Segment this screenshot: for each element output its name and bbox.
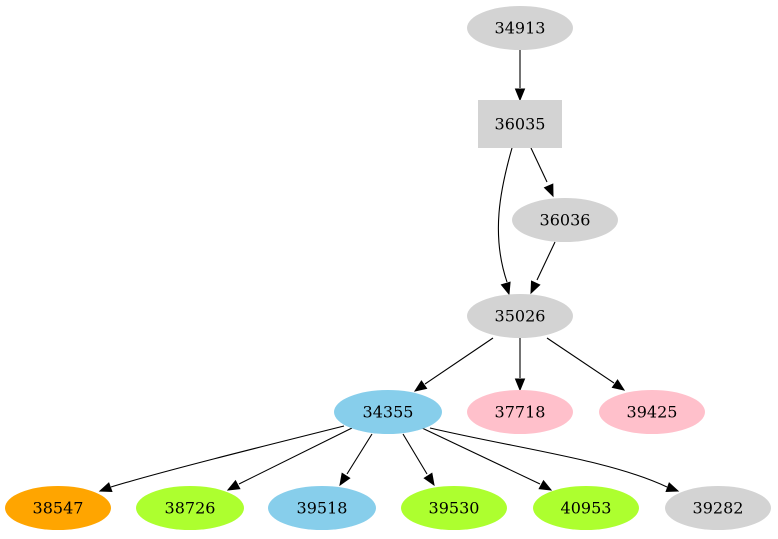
node-34355[interactable]: 34355 [334, 390, 442, 434]
node-label: 39530 [429, 499, 480, 518]
node-ellipse [533, 486, 639, 530]
node-label: 38726 [165, 499, 216, 518]
arrowhead [543, 183, 554, 198]
node-label: 39518 [297, 499, 348, 518]
node-ellipse [467, 6, 573, 50]
arrowhead [514, 88, 526, 102]
node-36035[interactable]: 36035 [478, 100, 562, 148]
node-label: 36035 [495, 115, 546, 134]
edge-34355-38726 [226, 427, 353, 491]
edge-line [421, 427, 541, 485]
edge-line [429, 427, 668, 488]
node-38726[interactable]: 38726 [136, 486, 244, 530]
edge-34355-38547 [98, 425, 345, 492]
node-label: 38547 [33, 499, 84, 518]
edge-34913-36035 [514, 50, 526, 102]
edge-34355-40953 [421, 427, 553, 491]
edge-34355-39530 [402, 433, 435, 487]
edge-line [546, 337, 615, 384]
arrowhead [514, 378, 526, 392]
arrowhead [665, 482, 680, 492]
node-39425[interactable]: 39425 [599, 390, 705, 434]
edge-36035-36036 [530, 147, 554, 198]
node-34913[interactable]: 34913 [467, 6, 573, 50]
edge-line [402, 433, 428, 475]
node-label: 34355 [363, 403, 414, 422]
node-label: 39425 [627, 403, 678, 422]
node-38547[interactable]: 38547 [5, 486, 111, 530]
edge-36036-35026 [530, 241, 556, 295]
node-ellipse [512, 198, 618, 242]
node-39530[interactable]: 39530 [401, 486, 507, 530]
edge-line [238, 427, 353, 485]
node-layer: 34913 36035 36036 35026 34355 37718 39425 38547… [5, 6, 771, 530]
edge-35026-37718 [514, 338, 526, 392]
edge-line [497, 147, 513, 283]
node-label: 34913 [495, 19, 546, 38]
node-ellipse [467, 390, 573, 434]
edge-35026-39425 [546, 337, 626, 391]
arrowhead [413, 380, 428, 392]
edge-line [530, 147, 548, 183]
edge-line [536, 241, 556, 281]
arrowhead [538, 479, 553, 491]
edge-34355-39518 [339, 433, 373, 487]
node-ellipse [136, 486, 244, 530]
edge-34355-39282 [429, 427, 680, 492]
node-37718[interactable]: 37718 [467, 390, 573, 434]
node-36036[interactable]: 36036 [512, 198, 618, 242]
node-ellipse [467, 294, 573, 338]
node-ellipse [599, 390, 705, 434]
arrowhead [226, 479, 241, 491]
edge-layer [98, 50, 680, 492]
edge-36035-35026 [497, 147, 513, 296]
node-ellipse [5, 486, 111, 530]
arrowhead [423, 472, 435, 487]
node-39518[interactable]: 39518 [268, 486, 376, 530]
node-ellipse [665, 486, 771, 530]
node-40953[interactable]: 40953 [533, 486, 639, 530]
node-label: 39282 [693, 499, 744, 518]
node-35026[interactable]: 35026 [467, 294, 573, 338]
node-box [478, 100, 562, 148]
node-label: 36036 [540, 211, 591, 230]
edge-line [110, 425, 345, 488]
arrowhead [98, 482, 113, 492]
arrowhead [500, 281, 511, 296]
node-ellipse [268, 486, 376, 530]
arrowhead [339, 472, 351, 487]
node-label: 35026 [495, 307, 546, 326]
node-ellipse [401, 486, 507, 530]
arrowhead [611, 379, 626, 391]
edge-35026-34355 [413, 337, 494, 392]
node-39282[interactable]: 39282 [665, 486, 771, 530]
node-label: 40953 [561, 499, 612, 518]
edge-line [346, 433, 373, 475]
node-label: 37718 [495, 403, 546, 422]
edge-line [424, 337, 494, 385]
arrowhead [530, 280, 541, 295]
node-ellipse [334, 390, 442, 434]
